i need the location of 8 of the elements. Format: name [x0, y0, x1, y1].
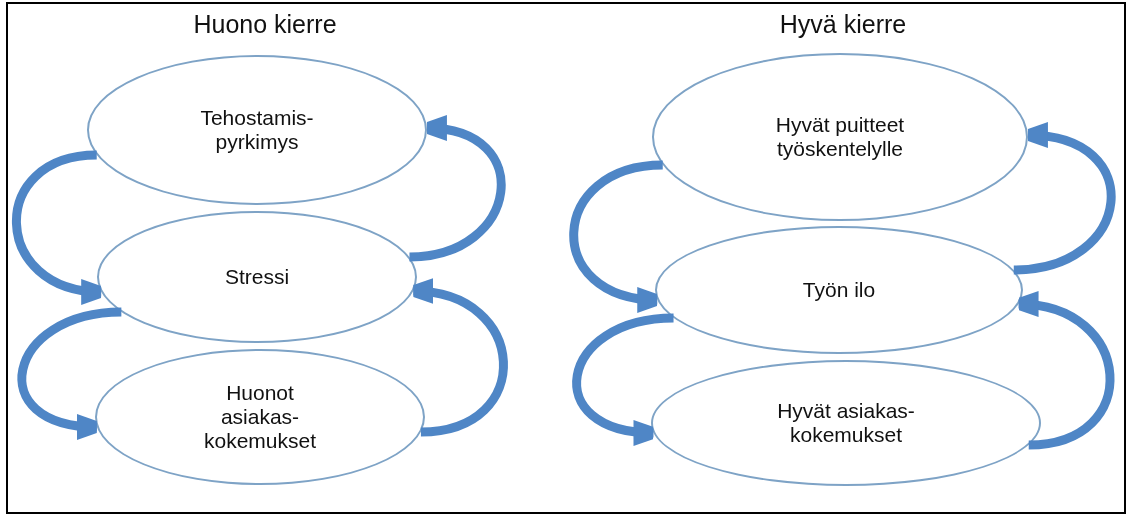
node-label: Tehostamis- pyrkimys: [199, 105, 315, 155]
node-label: Stressi: [223, 264, 291, 290]
node-label: Huonot asiakas- kokemukset: [202, 380, 317, 454]
node-label: Hyvät puitteet työskentelylle: [774, 112, 906, 162]
diagram-heading: Hyvä kierre: [779, 10, 907, 39]
node-label: Työn ilo: [801, 277, 877, 303]
node-label: Hyvät asiakas- kokemukset: [776, 398, 916, 448]
diagram-heading: Huono kierre: [193, 10, 337, 39]
